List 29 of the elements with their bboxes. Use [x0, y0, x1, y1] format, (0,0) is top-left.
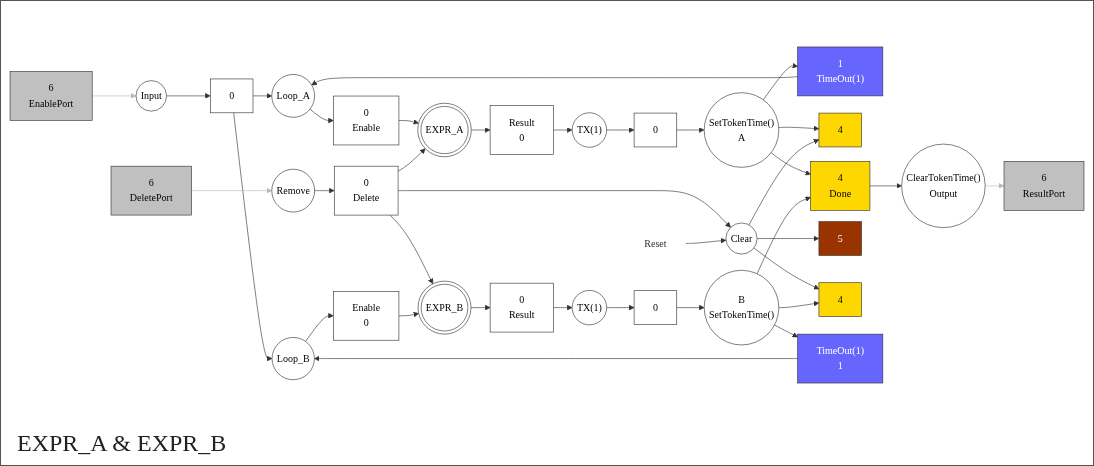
node-box: 6 ResultPort — [1003, 161, 1085, 211]
node-box: 0 Delete — [333, 165, 399, 216]
node-circle: SetTokenTime() A — [703, 92, 780, 168]
node-circle: TX(1) — [571, 290, 607, 326]
node-box: 6 DeletePort — [110, 165, 192, 216]
node-text: Reset — [644, 237, 667, 249]
node-box: 0 — [633, 112, 678, 148]
node-circle: Loop_A — [271, 74, 315, 118]
node-box: TimeOut(1) 1 — [797, 333, 884, 384]
node-box: 1 TimeOut(1) — [797, 46, 884, 97]
node-circle: Clear — [725, 222, 758, 255]
node-box: 6 EnablePort — [9, 71, 93, 121]
node-box: 4 Done — [810, 161, 871, 211]
node-circle: B SetTokenTime() — [703, 270, 780, 346]
diagram-title: EXPR_A & EXPR_B — [17, 430, 227, 457]
node-box: 4 — [818, 282, 862, 317]
node-box: Result 0 — [489, 105, 554, 155]
node-box: Enable 0 — [333, 291, 400, 341]
node-box: 0 — [633, 290, 678, 325]
node-box: 0 — [210, 78, 254, 114]
node-circle: Remove — [271, 168, 315, 213]
node-circle: ClearTokenTime() Output — [901, 143, 986, 228]
node-circle: Input — [135, 80, 167, 112]
node-box: 5 — [818, 221, 862, 256]
node-box: 0 Enable — [333, 95, 400, 146]
node-circle: TX(1) — [571, 112, 607, 148]
node-circle: Loop_B — [271, 337, 315, 381]
node-box: 0 Result — [489, 282, 554, 333]
node-box: 4 — [818, 112, 862, 148]
